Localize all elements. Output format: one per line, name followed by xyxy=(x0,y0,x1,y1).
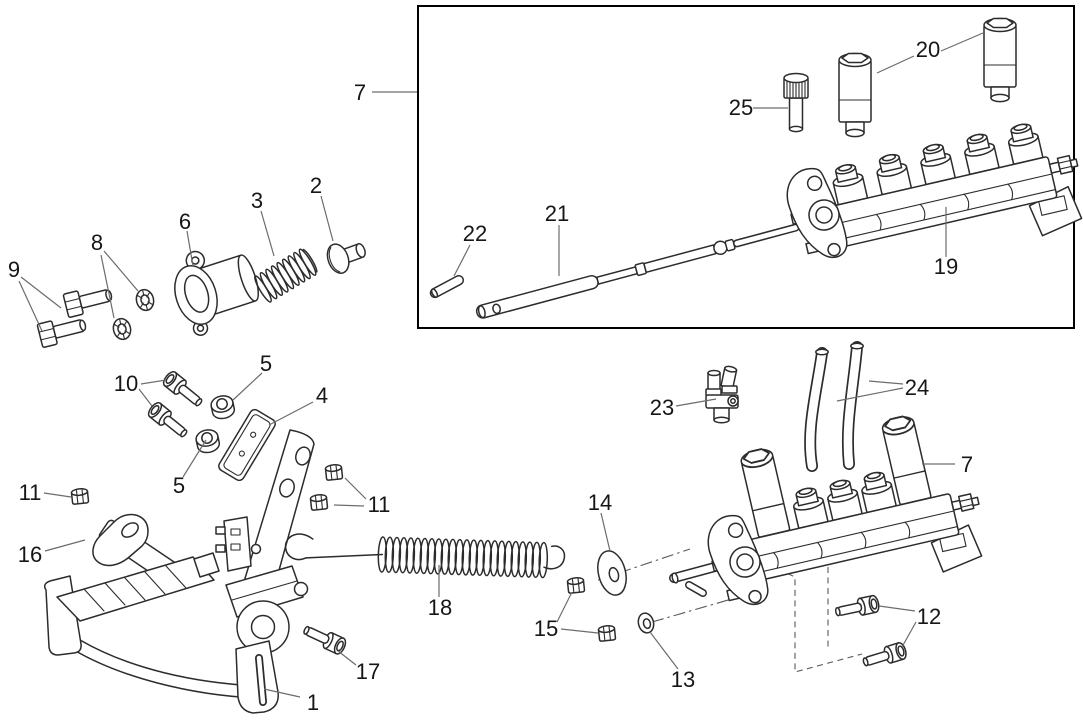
leader-lines xyxy=(18,32,984,698)
callout-8: 8 xyxy=(91,230,103,255)
callout-3: 3 xyxy=(251,188,263,213)
callout-22: 22 xyxy=(463,221,487,246)
part-2-plug xyxy=(326,243,366,274)
part-20-caps xyxy=(838,17,1017,138)
part-1-pedal xyxy=(43,429,315,714)
part-22-pin xyxy=(429,274,465,299)
part-18-spring xyxy=(284,533,566,579)
part-3-spring xyxy=(251,246,319,305)
callout-2: 2 xyxy=(310,173,322,198)
callout-5a: 5 xyxy=(260,351,272,376)
callout-11b: 11 xyxy=(368,492,391,517)
callout-23: 23 xyxy=(650,395,674,420)
part-9-bolts xyxy=(36,282,115,349)
part-4-pad xyxy=(218,408,276,482)
part-19-flange xyxy=(786,167,848,259)
part-13-washer xyxy=(637,612,655,634)
callout-13: 13 xyxy=(671,667,695,692)
callout-17: 17 xyxy=(356,659,380,684)
callout-15: 15 xyxy=(534,616,558,641)
callout-11a: 11 xyxy=(19,480,42,505)
part-17-bolt xyxy=(300,621,349,657)
part-24-hoses xyxy=(804,341,864,472)
callout-4: 4 xyxy=(316,383,328,408)
callout-labels: 1 2 3 4 5 5 6 7 7 8 9 10 11 11 12 13 14 … xyxy=(8,37,973,715)
callout-25: 25 xyxy=(729,95,753,120)
callout-16: 16 xyxy=(18,542,42,567)
part-6-housing xyxy=(174,250,260,336)
callout-7b: 7 xyxy=(961,452,973,477)
callout-14: 14 xyxy=(588,490,612,515)
part-19-manifold xyxy=(786,120,1083,259)
callout-21: 21 xyxy=(545,201,569,226)
callout-7a: 7 xyxy=(354,80,366,105)
part-21-rod xyxy=(475,223,800,319)
part-23-fitting xyxy=(705,365,739,424)
callout-20: 20 xyxy=(916,37,940,62)
callout-10: 10 xyxy=(114,371,138,396)
callout-12: 12 xyxy=(917,604,941,629)
callout-1: 1 xyxy=(307,690,319,715)
part-25-screw xyxy=(783,72,809,133)
callout-24: 24 xyxy=(905,375,929,400)
callout-6: 6 xyxy=(179,209,191,234)
part-7-flange xyxy=(707,514,769,606)
callout-19: 19 xyxy=(934,254,958,279)
callout-5b: 5 xyxy=(173,473,185,498)
part-10-bolts xyxy=(145,368,207,442)
callout-18: 18 xyxy=(428,595,452,620)
part-12-bolts xyxy=(833,594,909,672)
callout-9: 9 xyxy=(8,257,20,282)
part-7-manifold xyxy=(707,413,983,606)
part-8-washers xyxy=(110,287,157,342)
part-14-washer xyxy=(597,550,627,596)
